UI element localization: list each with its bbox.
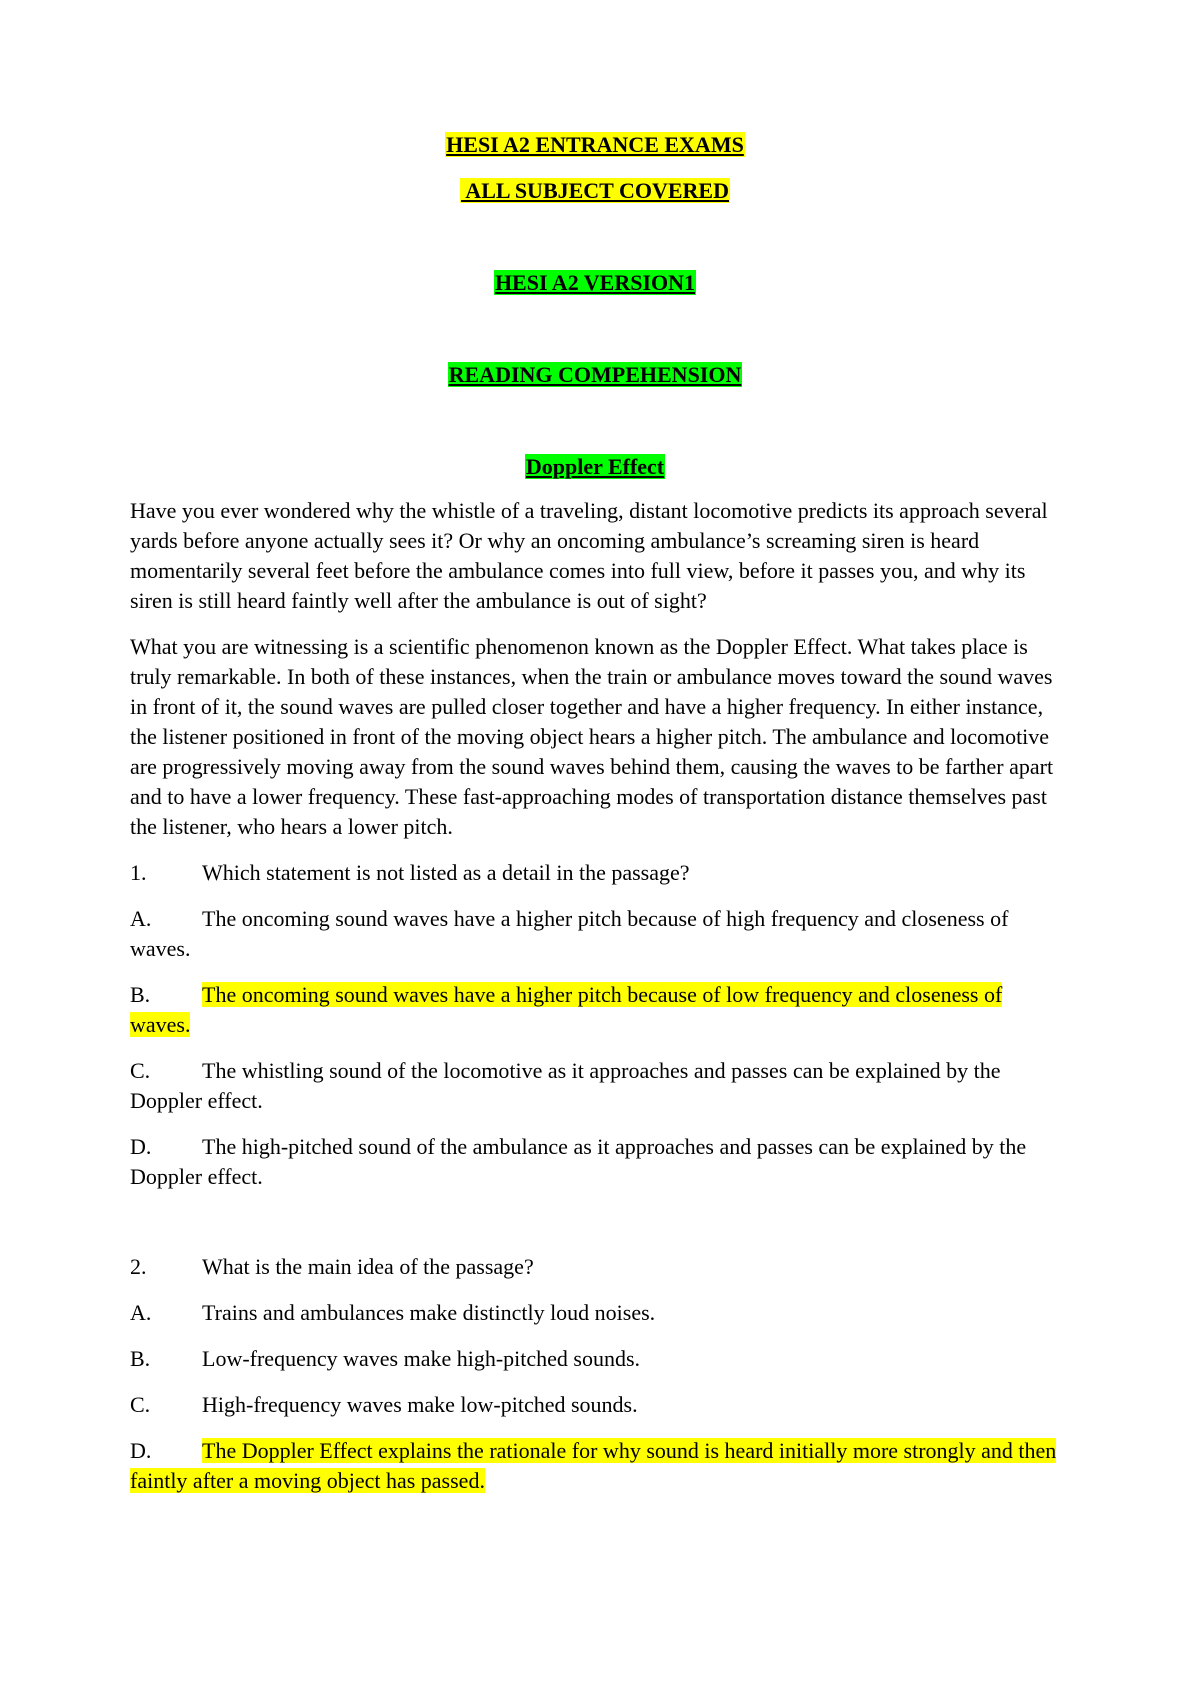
question-2-number: 2. <box>130 1254 147 1279</box>
question-1-option-c: C.The whistling sound of the locomotive … <box>130 1056 1060 1116</box>
correct-answer-text: The Doppler Effect explains the rational… <box>130 1438 1057 1493</box>
question-2-text: What is the main idea of the passage? <box>202 1254 534 1279</box>
title-line-2: ALL SUBJECT COVERED <box>130 176 1060 206</box>
question-1-number: 1. <box>130 860 147 885</box>
question-1-option-a: A.The oncoming sound waves have a higher… <box>130 904 1060 964</box>
question-1-option-d: D.The high-pitched sound of the ambulanc… <box>130 1132 1060 1192</box>
version-heading: HESI A2 VERSION1 <box>130 268 1060 298</box>
question-2-option-a: A. Trains and ambulances make distinctly … <box>130 1298 1060 1328</box>
question-2-option-b: B. Low-frequency waves make high-pitched … <box>130 1344 1060 1374</box>
option-letter: B. <box>130 982 151 1007</box>
title-line-1-text: HESI A2 ENTRANCE EXAMS <box>445 132 745 157</box>
passage-title-text: Doppler Effect <box>524 454 666 479</box>
title-line-1: HESI A2 ENTRANCE EXAMS <box>130 130 1060 160</box>
option-text: The high-pitched sound of the ambulance … <box>130 1134 1027 1189</box>
title-line-2-text: ALL SUBJECT COVERED <box>460 178 730 203</box>
option-letter: B. <box>130 1346 151 1371</box>
option-letter: C. <box>130 1058 151 1083</box>
option-text: The whistling sound of the locomotive as… <box>130 1058 1001 1113</box>
option-letter: D. <box>130 1438 152 1463</box>
option-text: High-frequency waves make low-pitched so… <box>202 1392 638 1417</box>
option-letter: A. <box>130 906 152 931</box>
passage-paragraph-2: What you are witnessing is a scientific … <box>130 634 1054 839</box>
question-1: 1. Which statement is not listed as a det… <box>130 858 1060 888</box>
section-heading-text: READING COMPEHENSION <box>447 362 743 387</box>
option-text: Low-frequency waves make high-pitched so… <box>202 1346 641 1371</box>
version-heading-text: HESI A2 VERSION1 <box>493 270 697 295</box>
option-letter: A. <box>130 1300 152 1325</box>
option-text: Trains and ambulances make distinctly lo… <box>202 1300 656 1325</box>
passage-paragraph-1: Have you ever wondered why the whistle o… <box>130 498 1048 613</box>
question-1-text: Which statement is not listed as a detai… <box>202 860 690 885</box>
question-2: 2. What is the main idea of the passage? <box>130 1252 1060 1282</box>
question-2-option-d: D.The Doppler Effect explains the ration… <box>130 1436 1060 1496</box>
option-letter: D. <box>130 1134 152 1159</box>
section-heading: READING COMPEHENSION <box>130 360 1060 390</box>
option-text: The oncoming sound waves have a higher p… <box>130 906 1009 961</box>
question-2-option-c: C. High-frequency waves make low-pitched … <box>130 1390 1060 1420</box>
option-letter: C. <box>130 1392 151 1417</box>
correct-answer-text: The oncoming sound waves have a higher p… <box>130 982 1003 1037</box>
passage-title: Doppler Effect <box>130 452 1060 482</box>
question-1-option-b: B.The oncoming sound waves have a higher… <box>130 980 1060 1040</box>
